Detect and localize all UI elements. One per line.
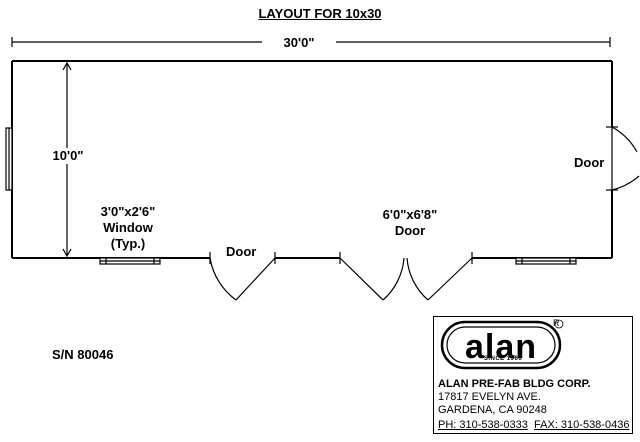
company-fax: FAX: 310-538-0436 — [534, 419, 630, 431]
company-address-line1: 17817 EVELYN AVE. — [438, 391, 541, 403]
width-dimension-label: 10'0" — [44, 148, 92, 164]
logo-wordmark: alan — [465, 328, 537, 366]
window-label: 3'0"x2'6" Window (Typ.) — [86, 204, 170, 252]
left-window — [5, 127, 13, 191]
right-door-label: Door — [574, 155, 605, 170]
right-door-swing — [606, 126, 640, 191]
company-name: ALAN PRE-FAB BLDG CORP. — [438, 378, 591, 390]
double-door-name-label: Door — [394, 223, 426, 238]
window-size-label: 3'0"x2'6" — [100, 204, 156, 219]
logo-since-text: SINCE 1966 — [483, 356, 523, 362]
length-dimension-label: 30'0" — [262, 35, 336, 51]
front-door-swing — [209, 252, 276, 301]
window-name-label: Window — [103, 220, 153, 235]
company-contact: PH: 310-538-0333 FAX: 310-538-0436 — [438, 419, 629, 431]
company-phone: PH: 310-538-0333 — [438, 419, 528, 431]
alan-logo-letters: alan — [465, 328, 537, 366]
company-info-box — [433, 316, 633, 434]
double-door-label: 6'0"x6'8" Door — [368, 207, 452, 239]
front-window — [99, 257, 161, 265]
front-door-label: Door — [226, 244, 257, 259]
registered-mark-icon — [554, 319, 564, 329]
drawing-title: LAYOUT FOR 10x30 — [258, 6, 382, 21]
company-address-line2: GARDENA, CA 90248 — [438, 404, 547, 416]
registered-mark-text: R — [553, 318, 560, 328]
alan-logo-graphic — [440, 320, 562, 370]
window-typical-label: (Typ.) — [110, 236, 146, 251]
front-window-right — [515, 257, 577, 265]
double-door-swing — [339, 252, 473, 301]
double-door-size-label: 6'0"x6'8" — [382, 207, 438, 222]
serial-number: S/N 80046 — [52, 347, 114, 362]
